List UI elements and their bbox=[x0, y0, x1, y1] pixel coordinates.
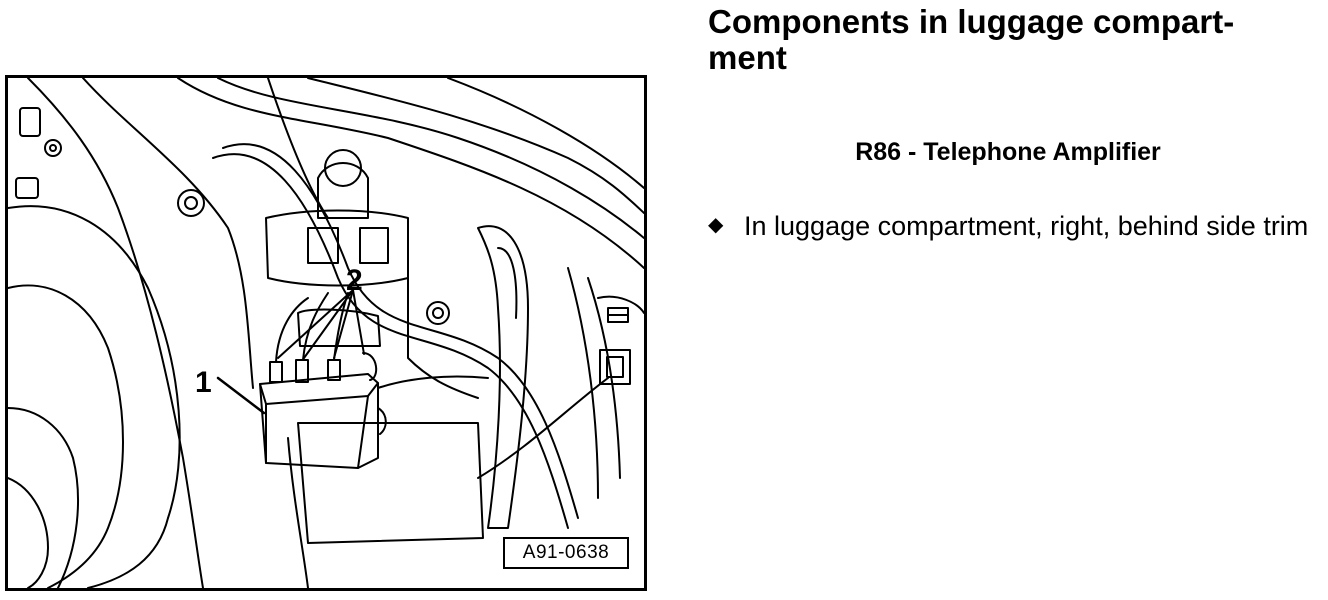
callout-1: 1 bbox=[195, 366, 212, 399]
figure-id-label: A91-0638 bbox=[503, 537, 629, 569]
callout-2: 2 bbox=[346, 264, 363, 297]
component-heading: R86 - Telephone Amplifier bbox=[855, 138, 1161, 166]
technical-illustration: 1 2 A91-0638 bbox=[5, 75, 647, 591]
bullet-text: In luggage compartment, right, behind si… bbox=[744, 211, 1309, 241]
page-title: Components in luggage compart-ment bbox=[708, 3, 1235, 76]
diamond-bullet-icon: ◆ bbox=[708, 214, 724, 236]
luggage-compartment-drawing bbox=[8, 78, 644, 588]
bullet-list: ◆ In luggage compartment, right, behind … bbox=[708, 208, 1310, 244]
list-item: ◆ In luggage compartment, right, behind … bbox=[708, 208, 1310, 244]
